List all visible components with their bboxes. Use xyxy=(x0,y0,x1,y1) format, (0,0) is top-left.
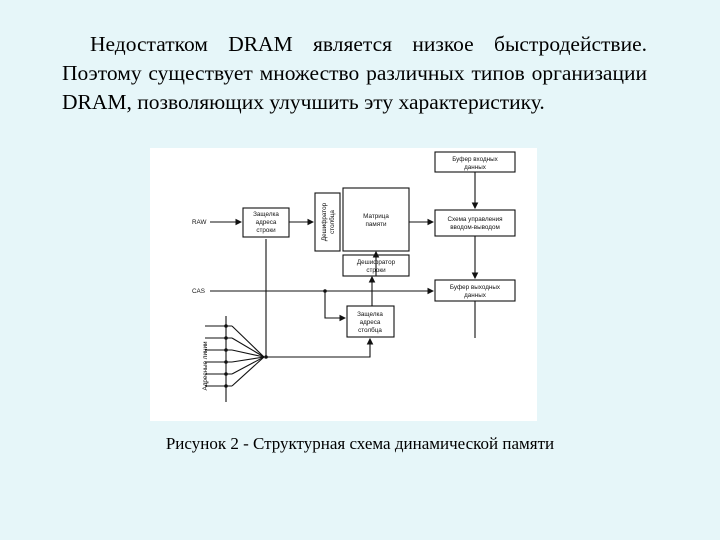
row-decoder-label-2: строки xyxy=(366,267,386,274)
cas-label: CAS xyxy=(192,288,205,295)
column-latch-label-1: Защелка xyxy=(357,311,383,318)
dram-block-diagram: Буфер входных данных Дешифратор столбца … xyxy=(150,148,537,421)
memory-matrix-label-1: Матрица xyxy=(363,213,389,220)
figure-caption: Рисунок 2 - Структурная схема динамическ… xyxy=(165,434,555,453)
column-decoder-label-2: столбца xyxy=(328,210,336,234)
ras-label: RAW xyxy=(192,219,207,226)
address-lines-label: Адресные линии xyxy=(202,341,209,390)
column-latch-label-2: адреса xyxy=(360,319,381,326)
io-control-box xyxy=(434,209,516,237)
io-control-label-2: вводом-выводом xyxy=(450,224,500,231)
memory-matrix-label-2: памяти xyxy=(365,221,387,228)
diagram-canvas: Буфер входных данных Дешифратор столбца … xyxy=(192,151,516,402)
input-buffer-label-2: данных xyxy=(464,164,487,171)
output-buffer-label-1: Буфер выходных xyxy=(450,284,501,291)
intro-paragraph: Недостатком DRAM является низкое быстрод… xyxy=(62,32,647,114)
row-latch-label-2: адреса xyxy=(256,219,277,226)
input-buffer-label-1: Буфер входных xyxy=(452,156,498,163)
column-decoder-label-1: Дешифратор xyxy=(321,202,328,241)
row-decoder-label-1: Дешифратор xyxy=(357,259,396,266)
output-buffer-label-2: данных xyxy=(464,292,487,299)
column-latch-label-3: столбца xyxy=(358,326,382,334)
io-control-label-1: Схема управления xyxy=(447,216,502,223)
column-decoder-box xyxy=(314,192,341,252)
column-latch-box xyxy=(346,305,395,338)
row-latch-label-3: строки xyxy=(256,227,276,234)
row-latch-label-1: Защелка xyxy=(253,211,279,218)
